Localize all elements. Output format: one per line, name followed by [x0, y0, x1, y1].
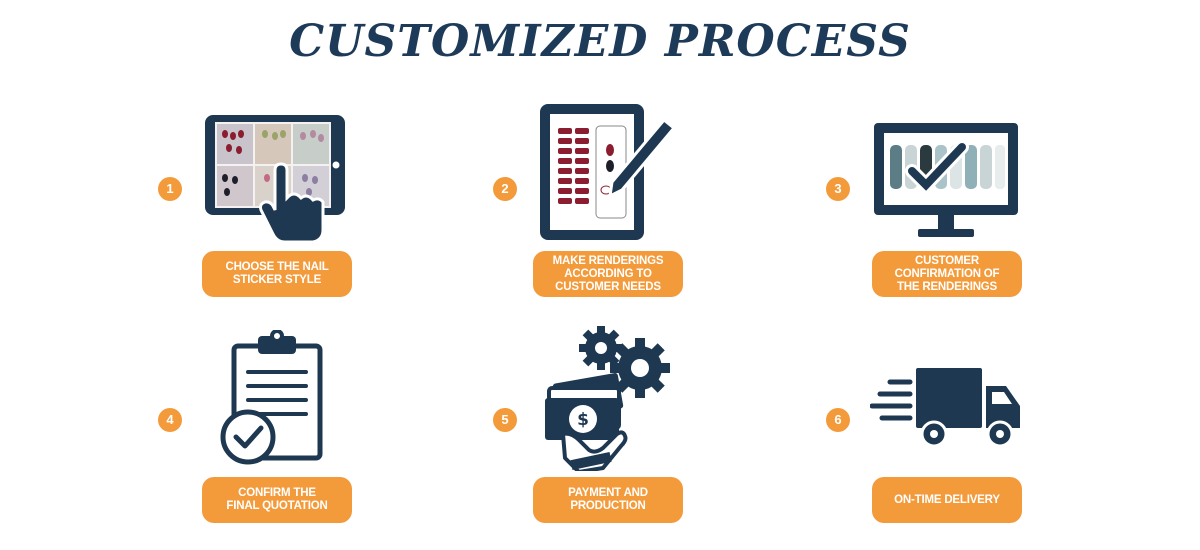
- tablet-tap-icon: [205, 115, 345, 242]
- step-label-pill: CONFIRM THE FINAL QUOTATION: [202, 477, 352, 523]
- step-number: 4: [158, 408, 182, 432]
- clipboard-check-icon: [220, 330, 323, 465]
- monitor-check-icon: [874, 123, 1018, 237]
- step-number: 5: [493, 408, 517, 432]
- tablet-pen-icon: [540, 104, 677, 240]
- step-number: 3: [826, 177, 850, 201]
- step-label-pill: MAKE RENDERINGS ACCORDING TO CUSTOMER NE…: [533, 251, 683, 297]
- step-number: 6: [826, 408, 850, 432]
- page-title: CUSTOMIZED PROCESS: [289, 16, 911, 67]
- step-label-pill: CHOOSE THE NAIL STICKER STYLE: [202, 251, 352, 297]
- step-label-pill: ON-TIME DELIVERY: [872, 477, 1022, 523]
- step-number: 1: [158, 177, 182, 201]
- svg-text:$: $: [577, 410, 589, 430]
- step-label-pill: CUSTOMER CONFIRMATION OF THE RENDERINGS: [872, 251, 1022, 297]
- step-label-pill: PAYMENT AND PRODUCTION: [533, 477, 683, 523]
- payment-gears-icon: $: [545, 326, 670, 471]
- delivery-truck-icon: [870, 368, 1020, 448]
- step-number: 2: [493, 177, 517, 201]
